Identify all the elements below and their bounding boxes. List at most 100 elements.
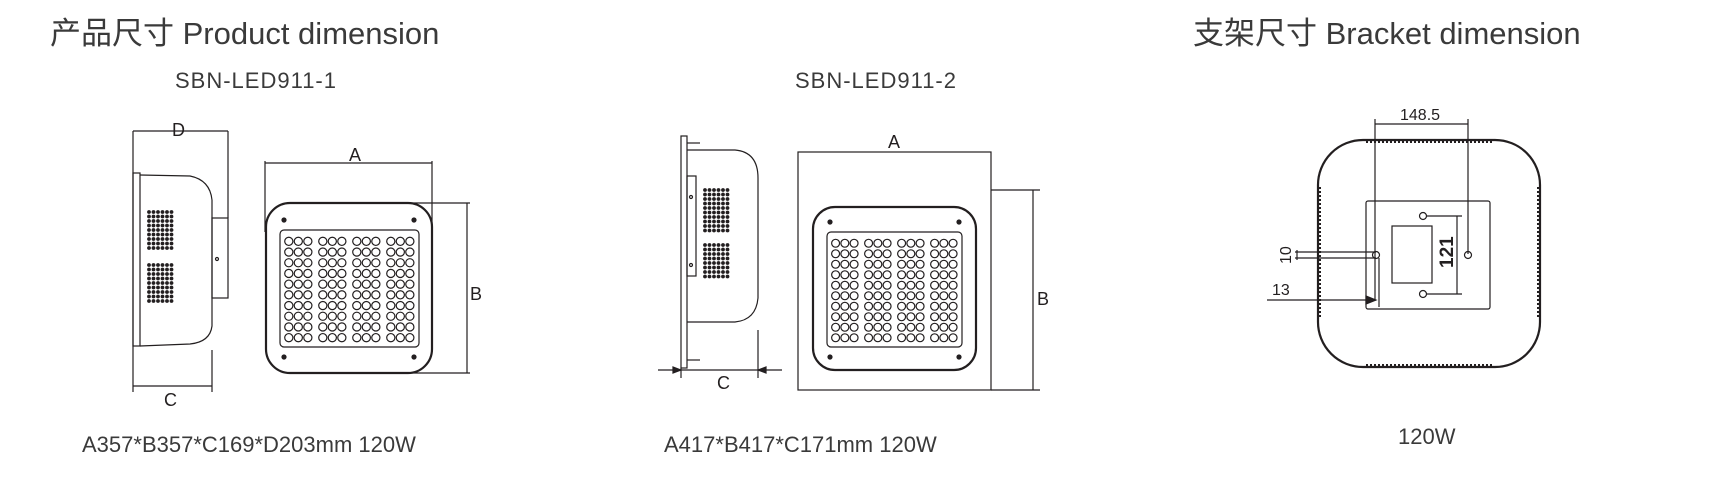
led-lens [939, 322, 949, 332]
vent-dot [703, 247, 707, 252]
vent-dot [151, 272, 156, 276]
led-lens [915, 291, 925, 301]
vent-dot [716, 201, 721, 206]
led-lens [361, 290, 372, 300]
vent-dot [160, 232, 165, 237]
led-lens [284, 300, 294, 311]
vent-dot [725, 210, 730, 215]
led-lens [303, 247, 313, 257]
vent-dot [716, 256, 721, 261]
led-lens [318, 311, 328, 321]
led-lens [948, 301, 958, 311]
model-2-side-view: C [658, 135, 782, 393]
vent-dot [721, 215, 725, 219]
led-lens [948, 249, 958, 259]
vent-dot [716, 215, 721, 219]
vent-dot [725, 243, 730, 247]
vent-dot [169, 290, 174, 294]
led-lens [882, 270, 892, 280]
dim-offset-10: 10 [1278, 246, 1295, 264]
vent-dot [156, 290, 160, 294]
vent-dot [707, 224, 712, 228]
led-lens [915, 270, 925, 280]
led-lens [395, 322, 406, 332]
vent-dot [703, 224, 707, 228]
led-lens [948, 291, 958, 301]
vent-dot [703, 219, 707, 224]
vent-dot [147, 228, 151, 232]
dim-label-d: D [172, 120, 185, 140]
led-lens [864, 333, 874, 343]
led-lens [930, 259, 940, 269]
vent-dot [169, 241, 174, 246]
led-lens [352, 311, 362, 321]
vent-dot [707, 215, 712, 219]
led-lens [371, 322, 381, 332]
vent-dot [725, 192, 730, 197]
vent-dot [703, 274, 707, 279]
vent-dot [707, 219, 712, 224]
vent-dot [725, 261, 730, 265]
led-lens [882, 259, 892, 269]
led-lens [948, 333, 958, 343]
vent-dot [156, 223, 160, 228]
vent-dot [716, 261, 721, 265]
led-lens [293, 311, 304, 321]
led-lens [897, 270, 907, 280]
led-lens [337, 236, 347, 247]
vent-dot [165, 276, 169, 281]
vent-dot [725, 228, 730, 233]
led-lens [882, 333, 892, 343]
vent-dot [721, 274, 725, 279]
led-lens [906, 270, 916, 280]
vent-dot [725, 247, 730, 252]
vent-dot [151, 214, 156, 219]
vent-dot [712, 192, 716, 197]
vent-dot [147, 290, 151, 294]
led-lens [386, 322, 396, 332]
vent-dot [716, 219, 721, 224]
vent-dot [169, 237, 174, 241]
vent-dot [156, 267, 160, 272]
vent-dot [160, 210, 165, 214]
vent-dot [165, 214, 169, 219]
led-lens [361, 268, 372, 279]
led-lens [327, 247, 338, 257]
led-lens [405, 322, 415, 332]
led-lens [831, 301, 841, 311]
vent-dot [707, 252, 712, 256]
vent-dot [165, 299, 169, 303]
led-lens [882, 301, 892, 311]
led-lens [371, 290, 381, 300]
vent-dot [712, 206, 716, 210]
vent-dot [169, 214, 174, 219]
led-lens [840, 270, 850, 280]
vent-dot [151, 281, 156, 285]
vent-dot [712, 274, 716, 279]
led-lens [303, 236, 313, 247]
led-lens [303, 268, 313, 279]
vent-dot [721, 197, 725, 201]
led-lens [386, 236, 396, 247]
vent-dot [147, 267, 151, 272]
vent-dot [165, 246, 169, 250]
led-lens [361, 311, 372, 321]
model-1-front-view: A B [264, 145, 482, 375]
vent-dot [169, 219, 174, 223]
led-lens [405, 247, 415, 257]
led-lens [882, 249, 892, 259]
led-lens [395, 311, 406, 321]
dim-label-a: A [349, 145, 361, 165]
vent-dot [147, 223, 151, 228]
led-lens [361, 258, 372, 268]
led-lens [915, 333, 925, 343]
led-lens [352, 322, 362, 332]
vent-dot [721, 261, 725, 265]
vent-dot [707, 261, 712, 265]
vent-dot [716, 247, 721, 252]
vent-dot [716, 192, 721, 197]
led-lens [939, 238, 949, 248]
vent-dot [160, 272, 165, 276]
led-lens [873, 259, 883, 269]
led-lens [840, 291, 850, 301]
